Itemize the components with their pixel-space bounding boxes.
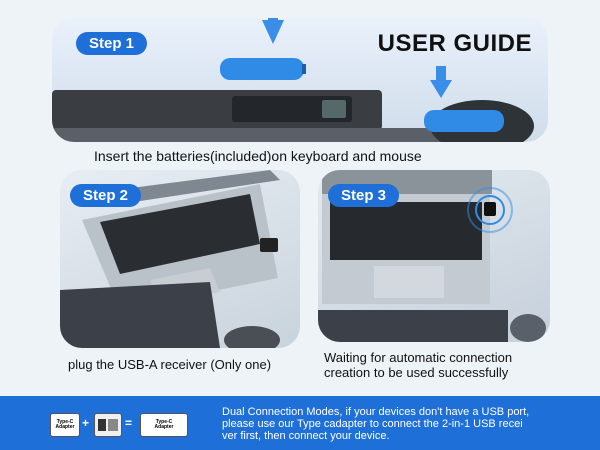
keyboard-base <box>52 128 452 142</box>
step1-badge: Step 1 <box>76 32 148 55</box>
external-mouse <box>510 314 546 342</box>
banner-line3: ver first, then connect your device. <box>222 430 390 442</box>
battery-slot <box>322 100 346 118</box>
battery-1 <box>220 58 304 80</box>
laptop-keyboard <box>330 202 482 260</box>
laptop-connection-illustration <box>318 170 546 342</box>
banner-line1: Dual Connection Modes, if your devices d… <box>222 406 530 418</box>
type-c-adapter-icon: Type-C Adapter <box>50 413 80 437</box>
step2-panel: Step 2 <box>60 170 300 348</box>
usb-receiver-shape <box>98 419 118 431</box>
laptop-trackpad <box>374 266 444 298</box>
external-mouse <box>224 326 280 348</box>
combined-label-2: Adapter <box>154 424 174 430</box>
signal-ring-outer <box>467 187 513 233</box>
adapter-label-1: Type-C <box>56 419 74 425</box>
arrow-down-icon-2 <box>430 80 452 98</box>
step2-badge: Step 2 <box>70 184 142 207</box>
step1-caption: Insert the batteries(included)on keyboar… <box>94 148 422 164</box>
equals-sign: = <box>125 416 133 430</box>
laptop-receiver-illustration <box>60 170 280 348</box>
usb-receiver <box>484 202 496 216</box>
step3-caption-line1: Waiting for automatic connection <box>324 350 513 365</box>
combined-adapter-icon: Type-C Adapter <box>140 413 188 437</box>
combined-label-1: Type-C <box>155 419 173 425</box>
laptop-screen <box>100 170 280 204</box>
usb-receiver <box>260 238 278 252</box>
step3-caption-line2: creation to be used successfully <box>324 365 509 380</box>
battery-1-tip <box>302 64 306 74</box>
step2-caption: plug the USB-A receiver (Only one) <box>68 357 272 372</box>
step3-badge: Step 3 <box>328 184 400 207</box>
external-keyboard <box>318 310 508 342</box>
banner-line2: please use our Type cadapter to connect … <box>222 418 523 430</box>
step3-caption: Waiting for automatic connection creatio… <box>324 350 512 380</box>
page-title: USER GUIDE <box>377 30 532 57</box>
plus-sign: + <box>82 416 90 430</box>
keyboard-battery-illustration <box>52 18 534 142</box>
arrow-down-icon-1 <box>262 20 284 44</box>
usb-receiver-icon <box>94 413 122 437</box>
battery-2 <box>424 110 504 132</box>
external-keyboard <box>60 282 220 348</box>
step1-panel: Step 1 USER GUIDE <box>52 18 548 142</box>
banner-text: Dual Connection Modes, if your devices d… <box>222 406 594 442</box>
adapter-label-2: Adapter <box>55 424 75 430</box>
step3-panel: Step 3 <box>318 170 550 342</box>
signal-ring-inner <box>475 195 505 225</box>
laptop-keyboard <box>100 194 260 274</box>
